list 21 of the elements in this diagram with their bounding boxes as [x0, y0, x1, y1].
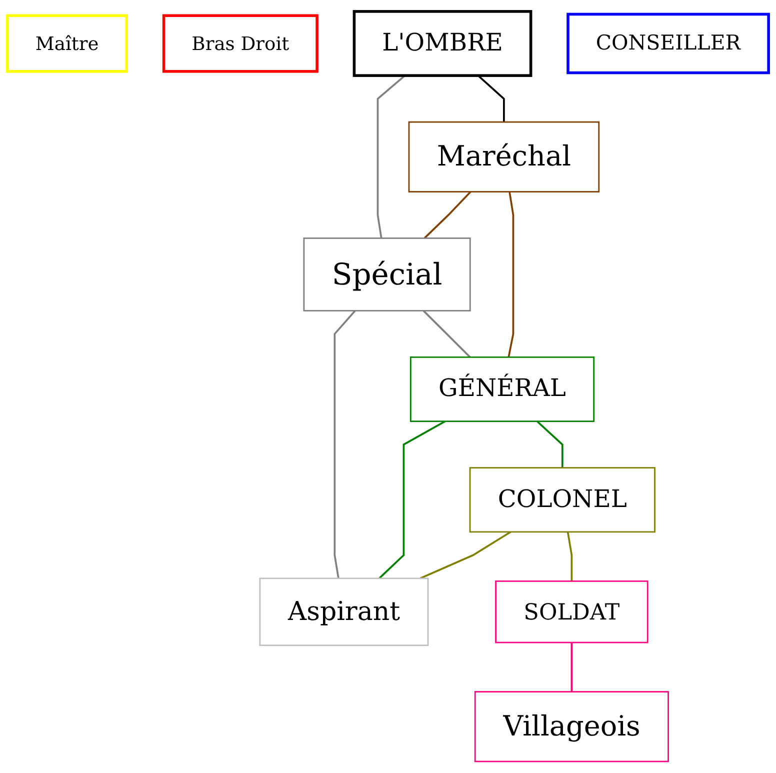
node-box: Maréchal — [408, 121, 600, 192]
connector — [570, 642, 573, 692]
connector — [376, 74, 406, 238]
connector — [424, 191, 472, 239]
node-box: COLONEL — [469, 467, 656, 533]
node-box: SOLDAT — [495, 580, 648, 644]
node-box: L'OMBRE — [352, 10, 532, 77]
node-box: Aspirant — [259, 578, 429, 646]
connector — [420, 531, 512, 580]
connector — [566, 532, 573, 582]
connector — [334, 310, 356, 579]
node-box: Villageois — [474, 691, 669, 762]
node-box: Maître — [6, 14, 128, 73]
connector — [536, 420, 564, 468]
node-box: Spécial — [303, 238, 471, 312]
connector — [478, 74, 505, 122]
node-box: GÉNÉRAL — [410, 356, 595, 422]
connector — [508, 192, 514, 358]
node-box: Bras Droit — [162, 14, 318, 73]
connector — [422, 310, 471, 358]
connector — [378, 420, 446, 580]
